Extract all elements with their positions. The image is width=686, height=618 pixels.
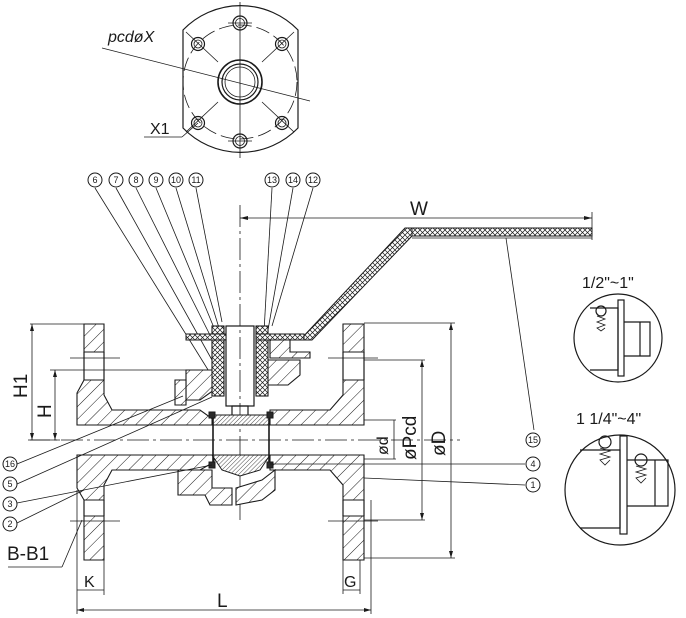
- svg-text:3: 3: [7, 499, 12, 509]
- svg-text:8: 8: [133, 175, 138, 185]
- bolt-hole-icon: [274, 36, 290, 52]
- svg-text:11: 11: [191, 175, 200, 185]
- handle: [298, 227, 593, 341]
- bb1-label: B-B1: [7, 544, 49, 565]
- dim-od-label: øD: [429, 431, 450, 456]
- bolt-hole-icon: [228, 133, 252, 149]
- svg-text:16: 16: [5, 459, 15, 469]
- section-view: W: [7, 199, 593, 614]
- svg-text:6: 6: [92, 175, 97, 185]
- callout-1: 1: [525, 477, 541, 493]
- dim-h1-label: H1: [11, 374, 32, 398]
- callout-10: 10: [168, 172, 184, 188]
- spring-icon: [598, 435, 612, 466]
- callout-16: 16: [2, 456, 18, 472]
- dim-l-label: L: [217, 591, 228, 612]
- bolt-hole-icon: [190, 115, 206, 131]
- callout-7: 7: [108, 172, 124, 188]
- detail-large-size: 1 1/4"~4": [564, 411, 676, 546]
- detail-1-title: 1/2"~1": [582, 275, 634, 292]
- dim-pcd-label: øPcd: [400, 416, 421, 460]
- dim-g-label: G: [344, 574, 356, 591]
- callout-3: 3: [2, 496, 18, 512]
- svg-text:13: 13: [267, 175, 277, 185]
- callout-14: 14: [285, 172, 301, 188]
- dim-h-label: H: [35, 404, 56, 418]
- callout-4: 4: [525, 456, 541, 472]
- bolt-hole-icon: [190, 36, 206, 52]
- callout-8: 8: [128, 172, 144, 188]
- svg-text:2: 2: [7, 519, 12, 529]
- callout-9: 9: [148, 172, 164, 188]
- svg-text:7: 7: [113, 175, 118, 185]
- detail-2-title: 1 1/4"~4": [576, 411, 641, 428]
- svg-text:10: 10: [171, 175, 181, 185]
- callout-11: 11: [188, 172, 204, 188]
- dim-k-label: K: [84, 574, 95, 591]
- pcd-label: pcdøX: [107, 29, 156, 46]
- x1-label: X1: [150, 121, 170, 138]
- spring-icon: [634, 453, 648, 484]
- svg-text:15: 15: [528, 435, 538, 445]
- top-view: pcdøX X1: [101, 2, 311, 158]
- top-callout-leaders: [94, 187, 314, 374]
- svg-text:4: 4: [530, 459, 535, 469]
- callout-12: 12: [305, 172, 321, 188]
- svg-text:12: 12: [308, 175, 318, 185]
- callout-2: 2: [2, 516, 18, 532]
- svg-text:5: 5: [7, 479, 12, 489]
- dim-d-label: ød: [375, 436, 392, 455]
- detail-small-size: 1/2"~1": [573, 275, 663, 383]
- callout-13: 13: [264, 172, 280, 188]
- svg-text:1: 1: [530, 480, 535, 490]
- callout-15: 15: [525, 432, 541, 448]
- callout-5: 5: [2, 476, 18, 492]
- callout-6: 6: [87, 172, 103, 188]
- bolt-hole-icon: [274, 115, 290, 131]
- svg-text:14: 14: [288, 175, 298, 185]
- dim-w-label: W: [410, 199, 428, 220]
- spring-icon: [595, 305, 607, 332]
- bolt-hole-icon: [228, 15, 252, 31]
- svg-text:9: 9: [153, 175, 158, 185]
